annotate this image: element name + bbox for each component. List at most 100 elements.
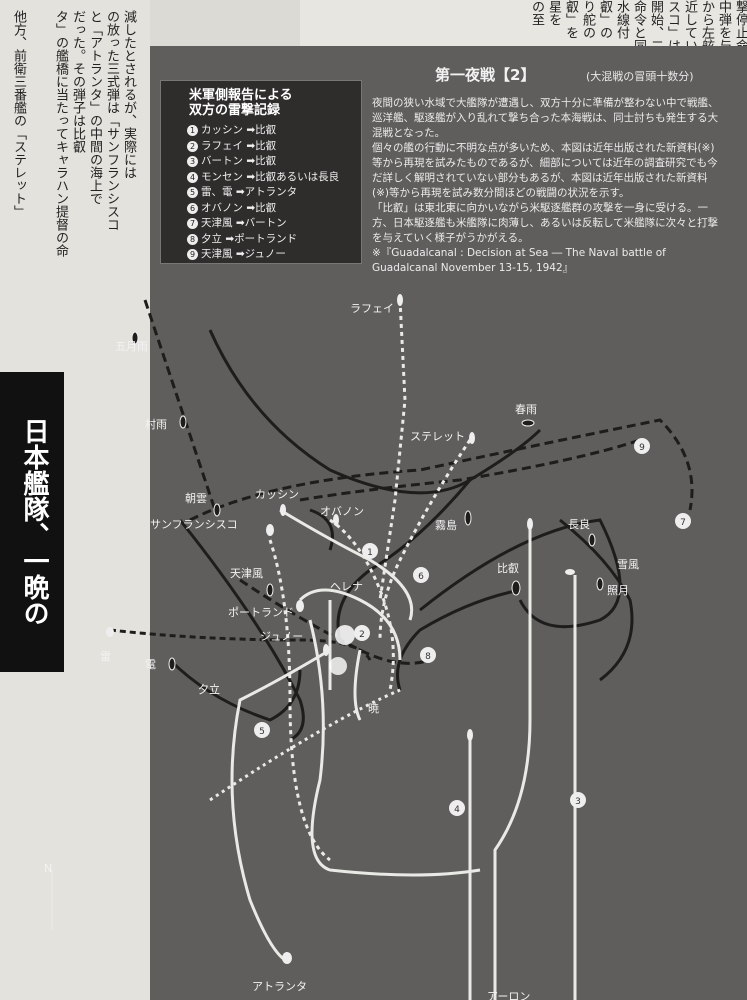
ship-marker-atlanta [282, 952, 292, 964]
jp-track-hiei [396, 518, 622, 691]
us-track-aaron [493, 520, 532, 1000]
label-obanon: オバノン [320, 505, 364, 518]
torpedo-marker-4: 4 [449, 800, 465, 816]
torpedo-marker-7: 7 [675, 513, 691, 529]
torpedo-marker-2: 2 [354, 625, 370, 641]
legend-item-number: 3 [187, 156, 198, 167]
gunfire-flashes [329, 625, 355, 675]
ship-labels: 五月雨 村雨 朝雲 サンフランシスコ カッシン オバノン ラフェイ ステレット … [100, 302, 639, 1000]
desc-para-1: 夜間の狭い水域で大艦隊が遭遇し、双方十分に準備が整わない中で戦艦、巡洋艦、駆逐艦… [372, 97, 719, 139]
torpedo-marker-9: 9 [634, 438, 650, 454]
jp-track-ikazuchi [109, 628, 372, 661]
right-text-line: 水線付 [614, 0, 629, 39]
legend-title-line2: 双方の雷撃記録 [189, 103, 281, 118]
label-aaron: アーロン [487, 990, 530, 1000]
us-track-portland [308, 619, 481, 877]
ship-marker-sanfrancisco [266, 524, 274, 536]
left-text-line: だった。その弾子は比叡 [70, 10, 85, 153]
torpedo-marker-5: 5 [254, 722, 270, 738]
ship-marker-teruzuki [596, 577, 604, 591]
svg-text:5: 5 [259, 727, 265, 737]
us-track-extra [209, 688, 401, 802]
label-laffey: ラフェイ [350, 302, 394, 315]
label-atlanta: アトランタ [252, 980, 307, 993]
label-harusame: 春雨 [515, 403, 537, 416]
label-ikazuchi: 雷 [100, 650, 111, 663]
label-sanfrancisco: サンフランシスコ [150, 518, 238, 531]
us-track-helena [298, 588, 402, 661]
legend-item-text: カッシン ➡比叡 [201, 124, 277, 136]
ship-marker-cassin [280, 504, 286, 516]
jp-track-kirishima [336, 479, 472, 641]
ship-marker-barton [565, 569, 575, 575]
torpedo-marker-6: 6 [413, 567, 429, 583]
right-text-line: り舵の [580, 0, 595, 39]
label-satsukiame: 五月雨 [115, 340, 148, 353]
svg-text:6: 6 [418, 572, 424, 582]
jp-track-asagumo [299, 438, 641, 502]
ship-marker-aaron [527, 518, 533, 530]
legend-item-number: 2 [187, 140, 198, 152]
jp-track-inazuma [168, 658, 302, 722]
jp-track-murasame [208, 329, 542, 495]
desc-para-2: 個々の艦の行動に不明な点が多いため、本図は近年出版された新資料(※)等から再現を… [372, 142, 718, 199]
label-sterett: ステレット [410, 430, 465, 443]
legend-item-number: 8 [187, 233, 198, 245]
diagram-description: 夜間の狭い水域で大艦隊が遭遇し、双方十分に準備が整わない中で戦艦、巡洋艦、駆逐艦… [372, 96, 722, 276]
ship-marker-ikazuchi [106, 627, 114, 637]
jp-track-nagara [559, 518, 634, 682]
legend-item-number: 6 [187, 202, 198, 214]
right-text-line: 叡」の [597, 0, 612, 39]
ship-marker-hiei [511, 580, 521, 596]
us-track-laffey [378, 299, 407, 601]
svg-text:9: 9 [639, 443, 645, 453]
us-track-obanon [329, 518, 395, 691]
right-text-line: スコ」は、 [665, 0, 680, 60]
svg-text:3: 3 [575, 797, 581, 807]
label-juneau: ジュノー [260, 630, 303, 643]
legend-item-text: ラフェイ ➡比叡 [201, 139, 277, 152]
ship-marker-asagumo [213, 503, 221, 517]
label-asagumo: 朝雲 [185, 492, 207, 505]
label-helena: ヘレナ [330, 580, 363, 593]
label-hiei: 比叡 [497, 561, 519, 575]
legend-item-number: 9 [187, 249, 198, 260]
right-text-line: 撃停止命令が出 [733, 0, 747, 60]
torpedo-marker-8: 8 [420, 647, 436, 663]
label-akatsuki: 暁 [368, 702, 379, 715]
flash-helena [335, 625, 355, 645]
label-nagara: 長良 [568, 517, 590, 531]
right-text-line: 叡」を [563, 0, 578, 39]
vertical-banner: 日本艦隊、一晩の [0, 372, 64, 672]
legend-item-text: 天津風 ➡ジュノー [201, 248, 286, 260]
label-amatsukaze: 天津風 [230, 567, 263, 580]
ship-marker-juneau [323, 644, 329, 656]
ship-marker-monssen [467, 729, 473, 741]
north-label: N [44, 862, 52, 875]
jp-track-amatsukaze [239, 578, 431, 665]
legend-item-number: 1 [187, 125, 198, 136]
legend-item-text: バートン ➡比叡 [201, 155, 277, 167]
ship-marker-inazuma [168, 657, 176, 671]
ship-marker-obanon [333, 514, 339, 526]
left-text-line: 減したとされるが、実際には [121, 10, 136, 179]
legend-item-text: モンセン ➡比叡あるいは長良 [201, 170, 340, 183]
label-teruzuki: 照月 [607, 584, 629, 597]
left-text-line: タ」の艦橋に当たってキャラハン提督の命 [53, 10, 68, 257]
diagram-title: 第一夜戦【2】 [435, 66, 536, 84]
legend-item-text: 天津風 ➡バートン [201, 217, 287, 229]
ship-marker-sterett [469, 432, 475, 444]
torpedo-markers: 1 2 3 4 5 6 7 8 9 [254, 438, 691, 816]
left-text-line: と「アトランタ」の中間の海上で [87, 10, 102, 205]
right-text-line: 中弾を与える [716, 0, 731, 60]
svg-text:4: 4 [454, 805, 460, 815]
